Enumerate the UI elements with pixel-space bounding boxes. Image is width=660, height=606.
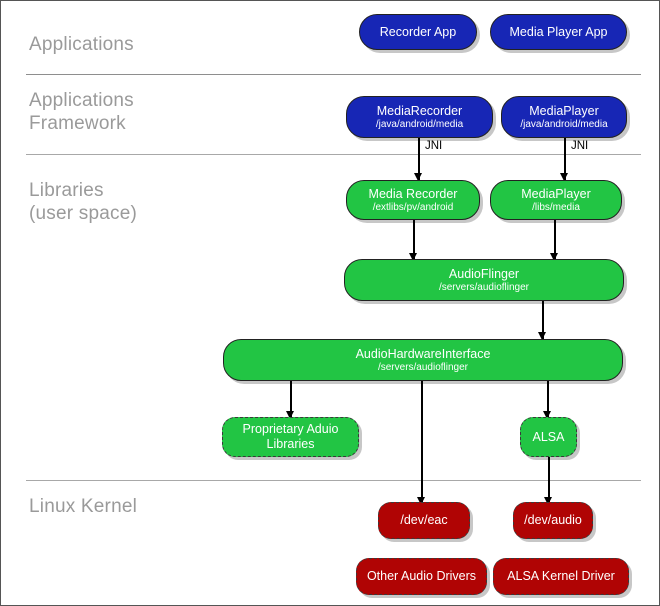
- node-alsa[interactable]: ALSA: [520, 417, 577, 457]
- connector-jni-left: [418, 138, 420, 180]
- node-media-player-app[interactable]: Media Player App: [490, 14, 627, 50]
- arrowhead-alsa-to-dev-audio: [544, 497, 552, 505]
- node-audio-hardware-interface-title: AudioHardwareInterface: [355, 346, 491, 361]
- node-media-player-app-title: Media Player App: [509, 24, 608, 39]
- arrowhead-player-to-audioflinger: [550, 253, 558, 261]
- node-recorder-app-title: Recorder App: [379, 24, 457, 39]
- node-audio-flinger-title: AudioFlinger: [448, 266, 520, 281]
- edge-label-jni-left: JNI: [425, 140, 443, 152]
- arrowhead-jni-right: [560, 173, 568, 181]
- layer-label-applications: Applications: [29, 34, 134, 55]
- node-other-audio-drivers[interactable]: Other Audio Drivers: [356, 558, 487, 595]
- connector-player-to-audioflinger: [554, 220, 556, 260]
- edge-label-jni-right: JNI: [571, 140, 589, 152]
- node-alsa-kernel-driver[interactable]: ALSA Kernel Driver: [493, 558, 629, 595]
- arrowhead-hwinterface-to-dev-eac: [417, 497, 425, 505]
- node-proprietary-audio-libraries-subtitle: Libraries: [266, 437, 315, 451]
- node-proprietary-audio-libraries[interactable]: Proprietary Aduio Libraries: [222, 417, 359, 457]
- node-dev-audio-title: /dev/audio: [524, 513, 582, 527]
- connector-hwinterface-to-dev-eac: [421, 381, 423, 503]
- node-media-recorder-lib-path: /extlibs/pv/android: [372, 201, 454, 213]
- arrowhead-recorder-to-audioflinger: [409, 253, 417, 261]
- node-alsa-title: ALSA: [532, 429, 565, 444]
- node-media-player-framework-path: /java/android/media: [520, 118, 608, 130]
- node-dev-eac[interactable]: /dev/eac: [378, 502, 470, 539]
- connector-hwinterface-to-proprietary: [290, 381, 292, 417]
- arrowhead-audioflinger-to-hwinterface: [538, 332, 546, 340]
- node-other-audio-drivers-title: Other Audio Drivers: [366, 569, 477, 583]
- node-media-player-lib-title: MediaPlayer: [521, 186, 591, 201]
- divider-kernel: [26, 480, 641, 481]
- node-media-player-lib[interactable]: MediaPlayer /libs/media: [490, 180, 622, 220]
- node-media-recorder-framework-title: MediaRecorder: [376, 103, 463, 118]
- arrowhead-jni-left: [414, 173, 422, 181]
- node-proprietary-audio-libraries-title: Proprietary Aduio: [242, 422, 339, 436]
- node-audio-flinger-path: /servers/audioflinger: [438, 281, 530, 293]
- node-media-recorder-framework-path: /java/android/media: [375, 118, 464, 130]
- divider-applications: [26, 74, 641, 75]
- node-media-player-lib-path: /libs/media: [532, 201, 580, 213]
- node-audio-flinger[interactable]: AudioFlinger /servers/audioflinger: [344, 259, 624, 301]
- connector-recorder-to-audioflinger: [413, 220, 415, 260]
- node-media-recorder-lib-title: Media Recorder: [368, 186, 458, 201]
- layer-label-applications-framework: Applications Framework: [29, 90, 134, 134]
- node-alsa-kernel-driver-title: ALSA Kernel Driver: [507, 569, 615, 583]
- arrowhead-hwinterface-to-alsa: [543, 411, 551, 419]
- node-recorder-app[interactable]: Recorder App: [359, 14, 477, 50]
- node-media-player-framework[interactable]: MediaPlayer /java/android/media: [501, 96, 627, 138]
- connector-hwinterface-to-alsa: [547, 381, 549, 417]
- node-media-recorder-lib[interactable]: Media Recorder /extlibs/pv/android: [346, 180, 480, 220]
- node-media-recorder-framework[interactable]: MediaRecorder /java/android/media: [346, 96, 493, 138]
- node-media-player-framework-title: MediaPlayer: [529, 103, 599, 118]
- connector-audioflinger-to-hwinterface: [542, 301, 544, 339]
- node-dev-eac-title: /dev/eac: [400, 513, 448, 527]
- connector-alsa-to-dev-audio: [548, 457, 550, 503]
- node-audio-hardware-interface[interactable]: AudioHardwareInterface /servers/audiofli…: [223, 339, 623, 381]
- node-audio-hardware-interface-path: /servers/audioflinger: [377, 361, 469, 373]
- layer-label-libraries: Libraries (user space): [29, 180, 137, 224]
- arrowhead-hwinterface-to-proprietary: [286, 411, 294, 419]
- connector-jni-right: [564, 138, 566, 180]
- divider-framework: [26, 154, 641, 155]
- node-dev-audio[interactable]: /dev/audio: [513, 502, 593, 539]
- layer-label-linux-kernel: Linux Kernel: [29, 496, 138, 517]
